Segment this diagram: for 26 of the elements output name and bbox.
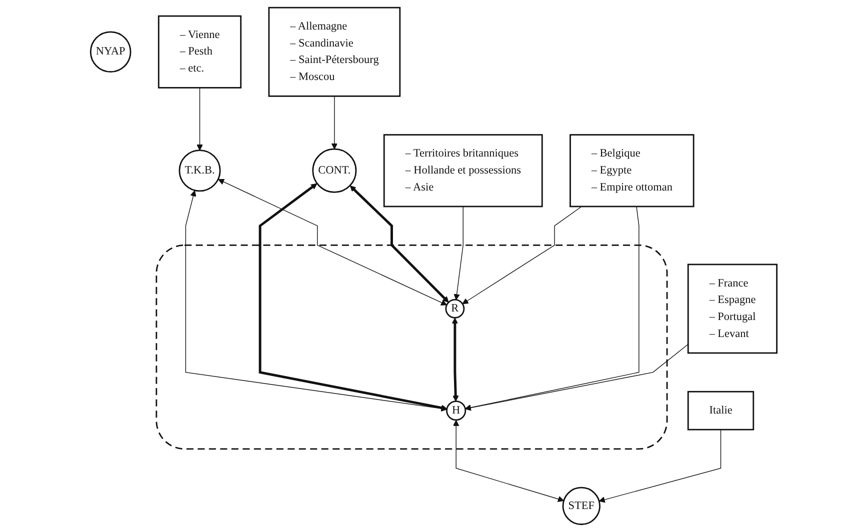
node-box: – Belgique – Egypte – Empire ottoman — [569, 134, 694, 208]
arrow — [258, 183, 447, 411]
arrow — [218, 178, 447, 306]
node-circle: R — [444, 299, 464, 318]
arrow — [452, 318, 458, 402]
arrow — [454, 206, 464, 300]
arrow — [350, 186, 449, 303]
arrow — [196, 87, 203, 151]
arrow — [464, 206, 640, 411]
arrow — [185, 190, 447, 412]
arrow — [331, 96, 338, 150]
node-circle: CONT. — [312, 148, 356, 193]
node-box: – France – Espagne – Portugal – Levant — [687, 264, 778, 354]
arrow — [462, 206, 582, 304]
cluster — [156, 244, 668, 450]
arrow — [452, 420, 564, 502]
arrow — [464, 344, 688, 411]
node-circle: NYAP — [90, 31, 132, 73]
node-circle: STEF — [562, 486, 600, 526]
arrow — [598, 429, 721, 503]
node-box: – Vienne – Pesth – etc. — [158, 15, 242, 88]
node-circle: T.K.B. — [178, 150, 221, 192]
node-circle: H — [446, 400, 466, 421]
node-box: – Allemagne – Scandinavie – Saint-Pétersbourg – Moscou — [268, 6, 400, 97]
node-box: – Territoires britanniques – Hollande et possessions – Asie — [383, 134, 543, 208]
node-box: Italie — [687, 390, 754, 430]
